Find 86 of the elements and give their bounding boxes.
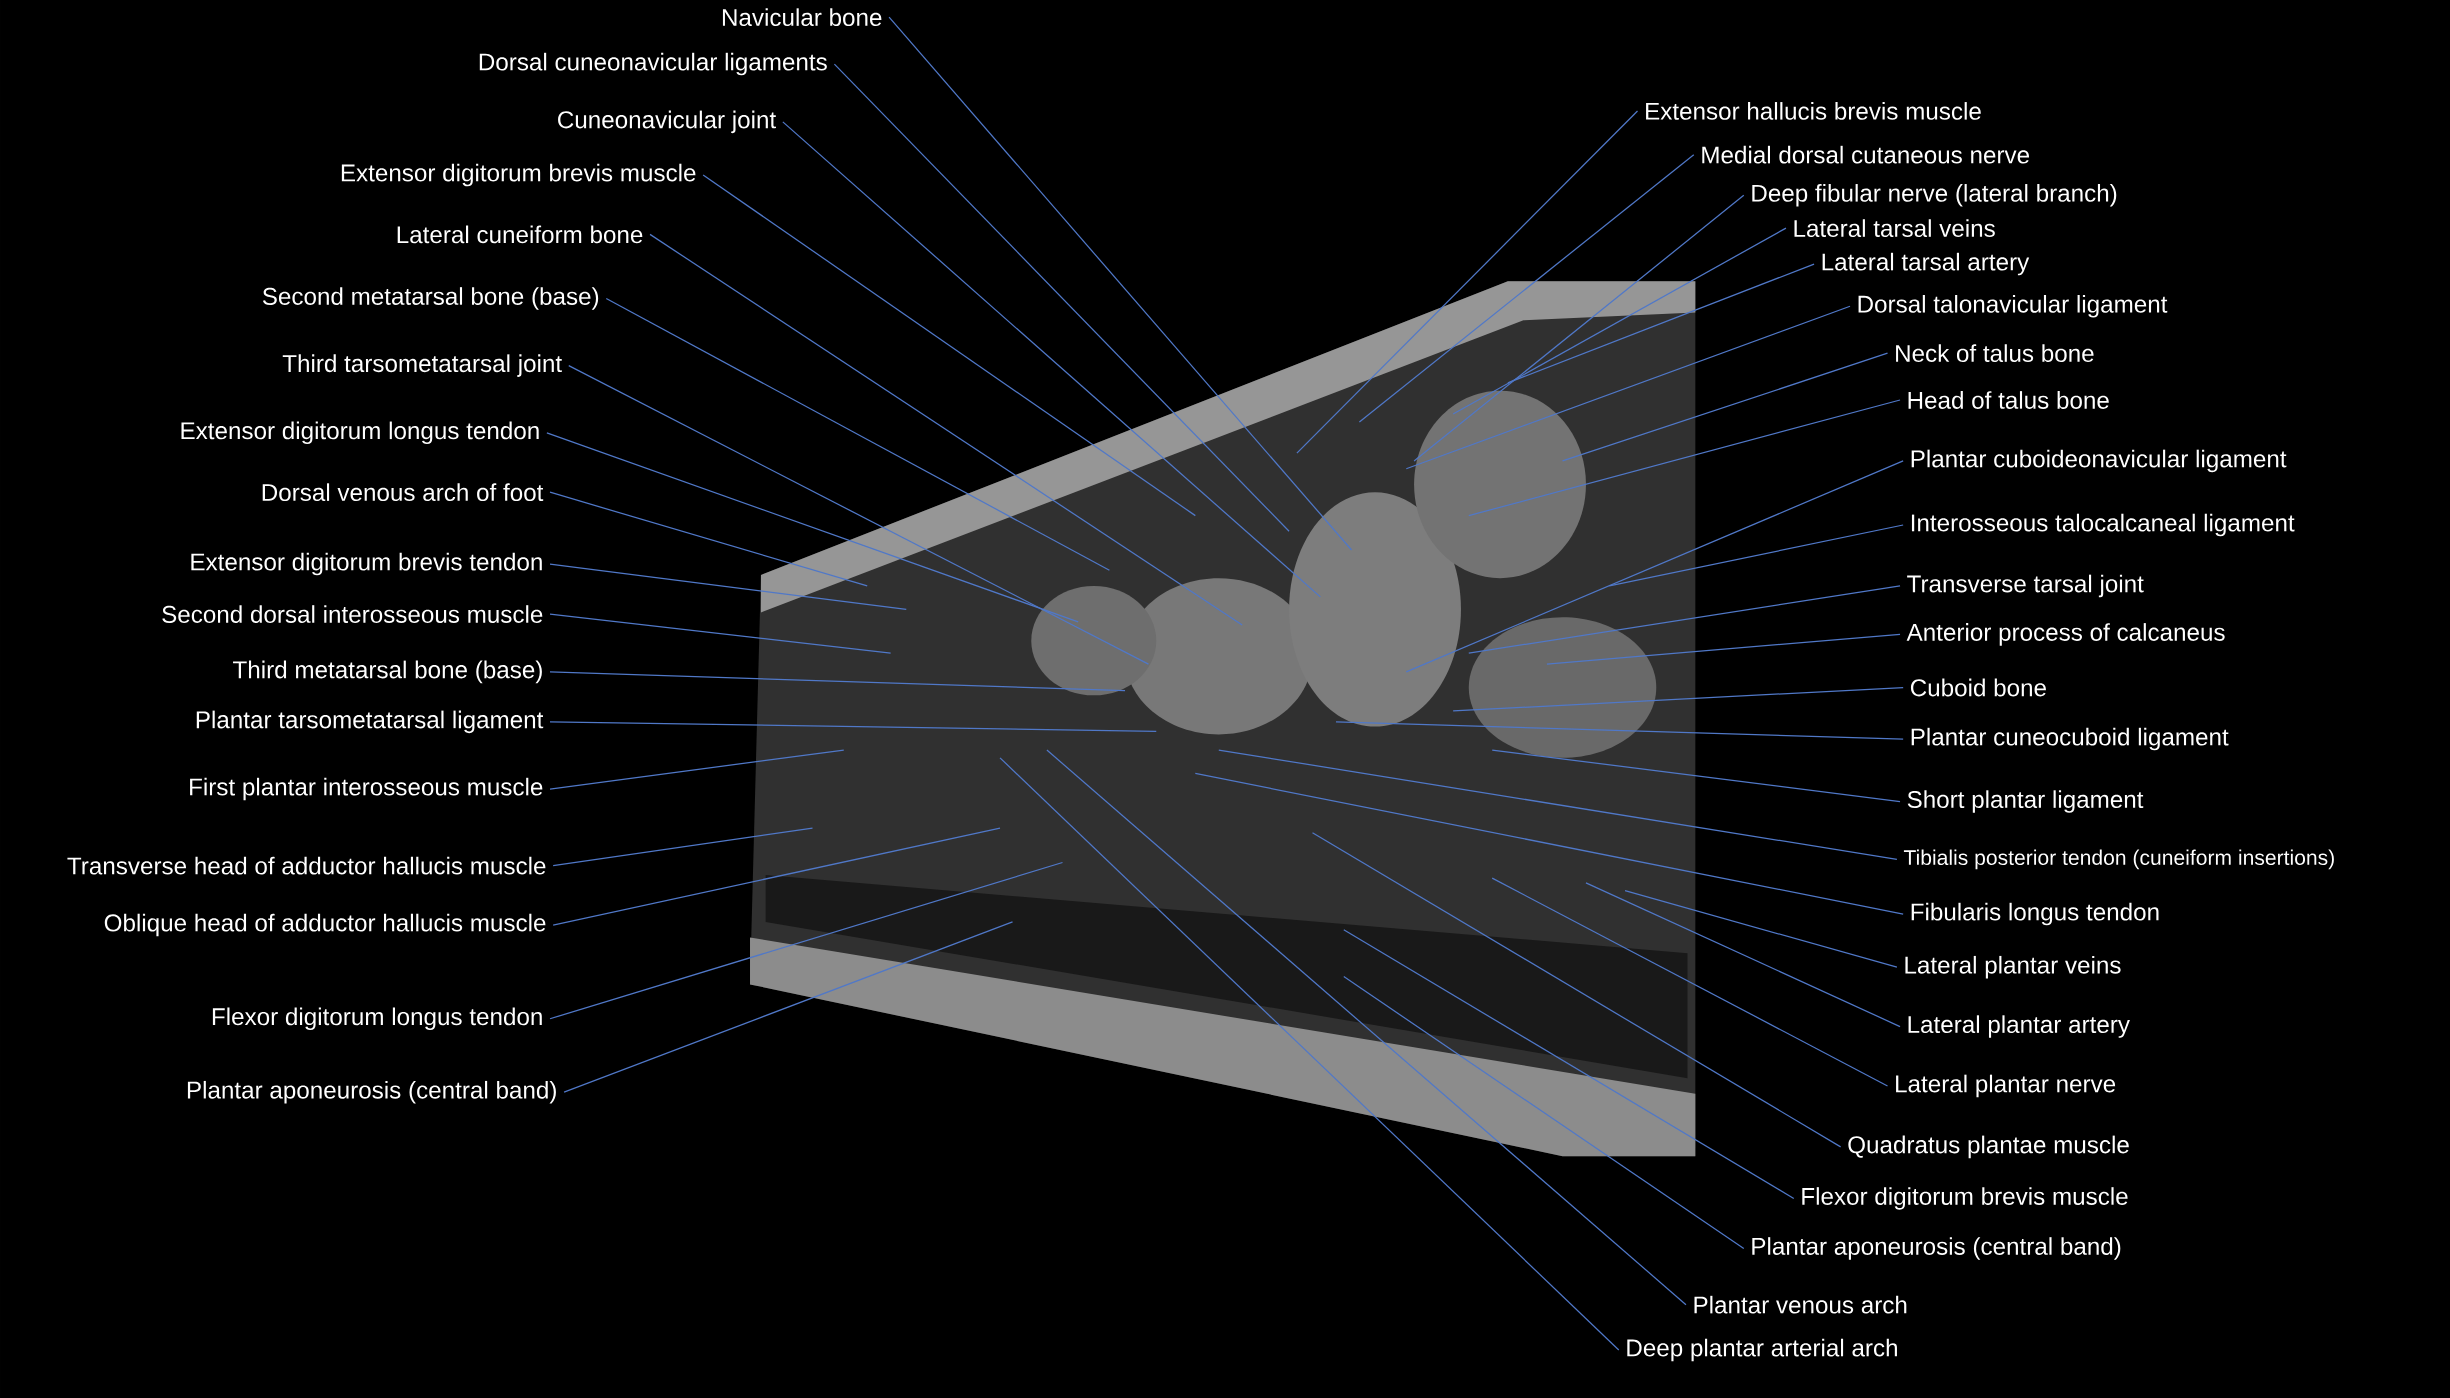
leader-line	[549, 613, 892, 654]
label: Extensor digitorum longus tendon	[181, 421, 539, 444]
label: Interosseous talocalcaneal ligament	[1911, 513, 2295, 537]
leader-line	[1452, 227, 1787, 415]
leader-line	[1311, 832, 1842, 1148]
leader-line	[1468, 585, 1901, 654]
label: Anterior process of calcaneus	[1906, 622, 2225, 646]
label: Dorsal talonavicular ligament	[1858, 294, 2168, 318]
label: Dorsal cuneonavicular ligaments	[479, 52, 827, 76]
leader-line	[1608, 524, 1904, 587]
leader-line	[702, 174, 1196, 517]
leader-line	[1335, 721, 1904, 740]
leader-line	[1546, 633, 1901, 665]
label: Plantar tarsometatarsal ligament	[196, 710, 544, 733]
leader-line	[1343, 975, 1745, 1249]
leader-line	[546, 431, 1079, 623]
leader-line	[1046, 749, 1687, 1306]
leader-line	[833, 63, 1290, 532]
leader-line	[563, 921, 1014, 1093]
leader-line	[1561, 352, 1889, 462]
leader-line	[649, 233, 1243, 626]
label: Deep fibular nerve (lateral branch)	[1752, 183, 2117, 207]
leader-line	[552, 827, 814, 867]
label: Extensor digitorum brevis tendon	[191, 552, 542, 576]
leader-line	[1194, 772, 1904, 915]
label: Flexor digitorum longus tendon	[212, 1007, 542, 1030]
leader-line	[549, 563, 907, 610]
label: Plantar aponeurosis (central band)	[187, 1080, 556, 1104]
leader-line	[549, 861, 1064, 1020]
label: Lateral tarsal veins	[1794, 219, 1995, 237]
leader-line	[1405, 460, 1904, 673]
leader-line	[1296, 110, 1639, 454]
label: Quadratus plantae muscle	[1848, 1135, 2129, 1158]
label: Lateral cuneiform bone	[397, 225, 643, 244]
leader-line	[999, 757, 1620, 1351]
leader-line	[1585, 882, 1901, 1027]
label: Deep plantar arterial arch	[1627, 1338, 1897, 1362]
leader-line	[1413, 194, 1745, 462]
label: Oblique head of adductor hallucis muscle	[104, 913, 546, 937]
leader-line	[782, 121, 1321, 598]
label: Lateral tarsal artery	[1822, 252, 2030, 276]
label: Cuneonavicular joint	[558, 110, 776, 133]
label: Plantar cuneocuboid ligament	[1911, 727, 2229, 751]
leader-line	[1405, 305, 1851, 470]
label: Medial dorsal cutaneous nerve	[1702, 145, 2030, 164]
label: Plantar cuboideonavicular ligament	[1911, 449, 2287, 472]
label: Fibularis longus tendon	[1911, 902, 2159, 926]
label: Cuboid bone	[1910, 678, 2046, 697]
label: Lateral plantar artery	[1908, 1015, 2130, 1038]
leader-line	[549, 671, 1126, 692]
leader-line	[1452, 686, 1904, 712]
label: Head of talus bone	[1908, 390, 2109, 409]
label: Second metatarsal bone (base)	[262, 286, 599, 310]
label: Third tarsometatarsal joint	[282, 354, 562, 377]
leader-line	[605, 297, 1110, 571]
leader-line	[888, 16, 1353, 551]
label: Dorsal venous arch of foot	[262, 483, 544, 501]
leader-line	[549, 749, 845, 790]
label: Third metatarsal bone (base)	[233, 660, 542, 683]
label: Lateral plantar nerve	[1896, 1074, 2116, 1097]
label: Plantar aponeurosis (central band)	[1752, 1236, 2121, 1260]
label: Plantar venous arch	[1694, 1295, 1907, 1314]
leader-line	[549, 491, 868, 587]
label: Extensor digitorum brevis muscle	[341, 163, 696, 187]
label: Neck of talus bone	[1896, 344, 2094, 362]
leader-line	[1343, 928, 1795, 1199]
leader-line	[552, 827, 1001, 926]
leader-line	[568, 364, 1150, 665]
leader-line	[1358, 153, 1695, 423]
label: Transverse head of adductor hallucis muscle	[67, 856, 546, 875]
label: Extensor hallucis brevis muscle	[1646, 101, 1981, 120]
leader-line	[1218, 749, 1898, 860]
leader-line	[1491, 877, 1889, 1087]
leader-line	[1624, 889, 1898, 968]
label: First plantar interosseous muscle	[190, 777, 543, 801]
label: Lateral plantar veins	[1905, 955, 2121, 979]
label: Navicular bone	[722, 8, 882, 26]
leader-line	[1468, 399, 1901, 517]
label: Flexor digitorum brevis muscle	[1802, 1186, 2128, 1210]
leader-line	[1491, 749, 1901, 802]
leader-line	[549, 721, 1157, 732]
leader-line	[1507, 263, 1815, 384]
label: Transverse tarsal joint	[1907, 574, 2144, 597]
label: Second dorsal interosseous muscle	[162, 604, 543, 623]
label: Short plantar ligament	[1907, 790, 2144, 813]
label: Tibialis posterior tendon (cuneiform insertions)	[1903, 849, 2334, 869]
